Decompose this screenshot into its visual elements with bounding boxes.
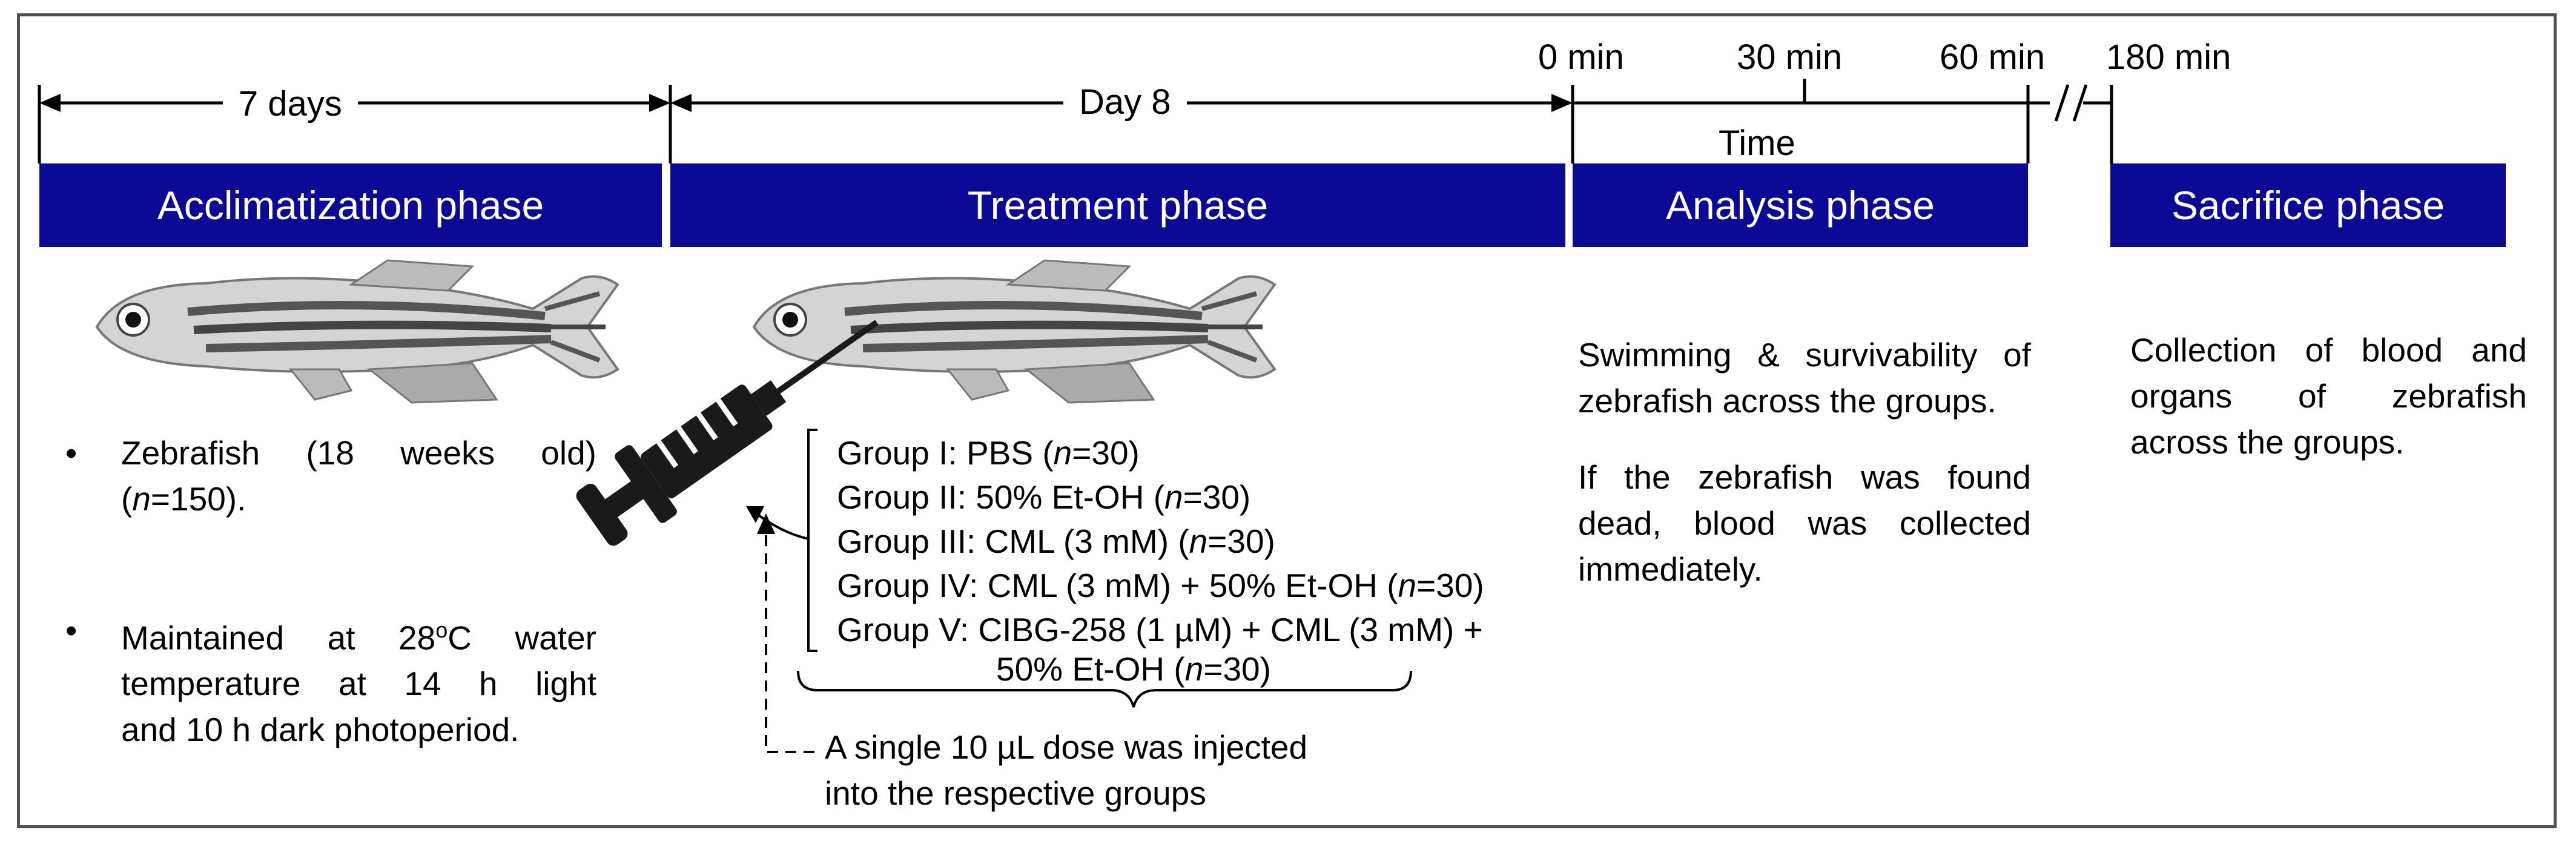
- group-item-1: Group I: PBS (n=30): [837, 434, 1140, 472]
- bullet2-line3: and 10 h dark photoperiod.: [121, 711, 520, 749]
- arrowhead-left-day8: [670, 94, 692, 112]
- analysis-para1-line1: Swimming & survivability of: [1578, 336, 2031, 374]
- break-slash-1: [2054, 84, 2070, 122]
- time-axis-label: Time: [1719, 124, 1795, 163]
- sacrifice-line3: across the groups.: [2130, 423, 2405, 461]
- phase-label: Acclimatization phase: [157, 183, 544, 228]
- group-item-2: Group II: 50% Et-OH (n=30): [837, 478, 1251, 516]
- figure-frame: [17, 13, 2557, 828]
- phase-label: Analysis phase: [1666, 183, 1935, 228]
- phase-bar-acclimatization: Acclimatization phase: [39, 163, 662, 247]
- bullet2-line2: temperature at 14 h light: [121, 665, 596, 703]
- phase-bar-sacrifice: Sacrifice phase: [2110, 163, 2506, 247]
- syringe-icon: [576, 320, 879, 546]
- injection-note-line2: into the respective groups: [825, 774, 1206, 812]
- zebrafish-icon: [95, 259, 619, 404]
- phase-label: Sacrifice phase: [2171, 183, 2445, 228]
- analysis-para2-line3: immediately.: [1578, 550, 1763, 588]
- group-to-syringe-arrow: [753, 510, 809, 540]
- analysis-para1-line2: zebrafish across the groups.: [1578, 382, 1996, 420]
- sacrifice-description: Collection of blood and organs of zebraf…: [2130, 327, 2527, 465]
- bullet-symbol: •: [65, 434, 78, 472]
- group-item-3: Group III: CML (3 mM) (n=30): [837, 523, 1275, 560]
- phase-bar-analysis: Analysis phase: [1573, 163, 2028, 247]
- phase-bar-treatment: Treatment phase: [670, 163, 1565, 247]
- group-left-bracket: [807, 429, 817, 652]
- bullet-symbol: •: [65, 612, 78, 649]
- injection-note: A single 10 µL dose was injected into th…: [825, 724, 1307, 816]
- group-underbrace: [797, 670, 1412, 708]
- time-tick-label-180min: 180 min: [2106, 38, 2231, 77]
- bullet1-line1: Zebrafish (18 weeks old): [121, 434, 596, 472]
- arrowhead-right-day8: [1551, 94, 1573, 112]
- time-tick-label-0min: 0 min: [1538, 38, 1624, 77]
- zebrafish-icon-treatment: [752, 259, 1276, 404]
- acclimatization-duration-label: 7 days: [223, 87, 358, 122]
- bullet-zebrafish-info: Zebrafish (18 weeks old) (n=150).: [121, 430, 596, 522]
- arrowhead-group-to-syringe: [746, 506, 764, 523]
- group-item-5: Group V: CIBG-258 (1 µM) + CML (3 mM) +: [837, 611, 1483, 648]
- injection-note-line1: A single 10 µL dose was injected: [825, 728, 1308, 766]
- treatment-duration-label: Day 8: [1063, 85, 1187, 120]
- phase-label: Treatment phase: [967, 183, 1269, 228]
- analysis-para2-line1: If the zebrafish was found: [1578, 458, 2031, 496]
- group-item-5-line2: 50% Et-OH (n=30): [996, 650, 1271, 688]
- arrowhead-right-7days: [649, 94, 670, 112]
- analysis-description: Swimming & survivability of zebrafish ac…: [1578, 332, 2031, 592]
- sacrifice-line1: Collection of blood and: [2130, 331, 2527, 369]
- analysis-para2-line2: dead, blood was collected: [1578, 504, 2031, 542]
- sacrifice-line2: organs of zebrafish: [2130, 377, 2527, 415]
- break-slash-2: [2072, 84, 2088, 122]
- bullet2-line1: Maintained at 28oC water: [121, 618, 596, 657]
- arrowhead-left-7days: [39, 94, 61, 112]
- group-item-4: Group IV: CML (3 mM) + 50% Et-OH (n=30): [837, 567, 1484, 604]
- bullet1-line2: (n=150).: [121, 480, 246, 518]
- bullet-maintenance-info: Maintained at 28oC water temperature at …: [121, 607, 596, 753]
- time-tick-label-30min: 30 min: [1737, 38, 1843, 77]
- time-tick-label-60min: 60 min: [1940, 38, 2046, 77]
- arrowhead-dashed: [757, 513, 775, 534]
